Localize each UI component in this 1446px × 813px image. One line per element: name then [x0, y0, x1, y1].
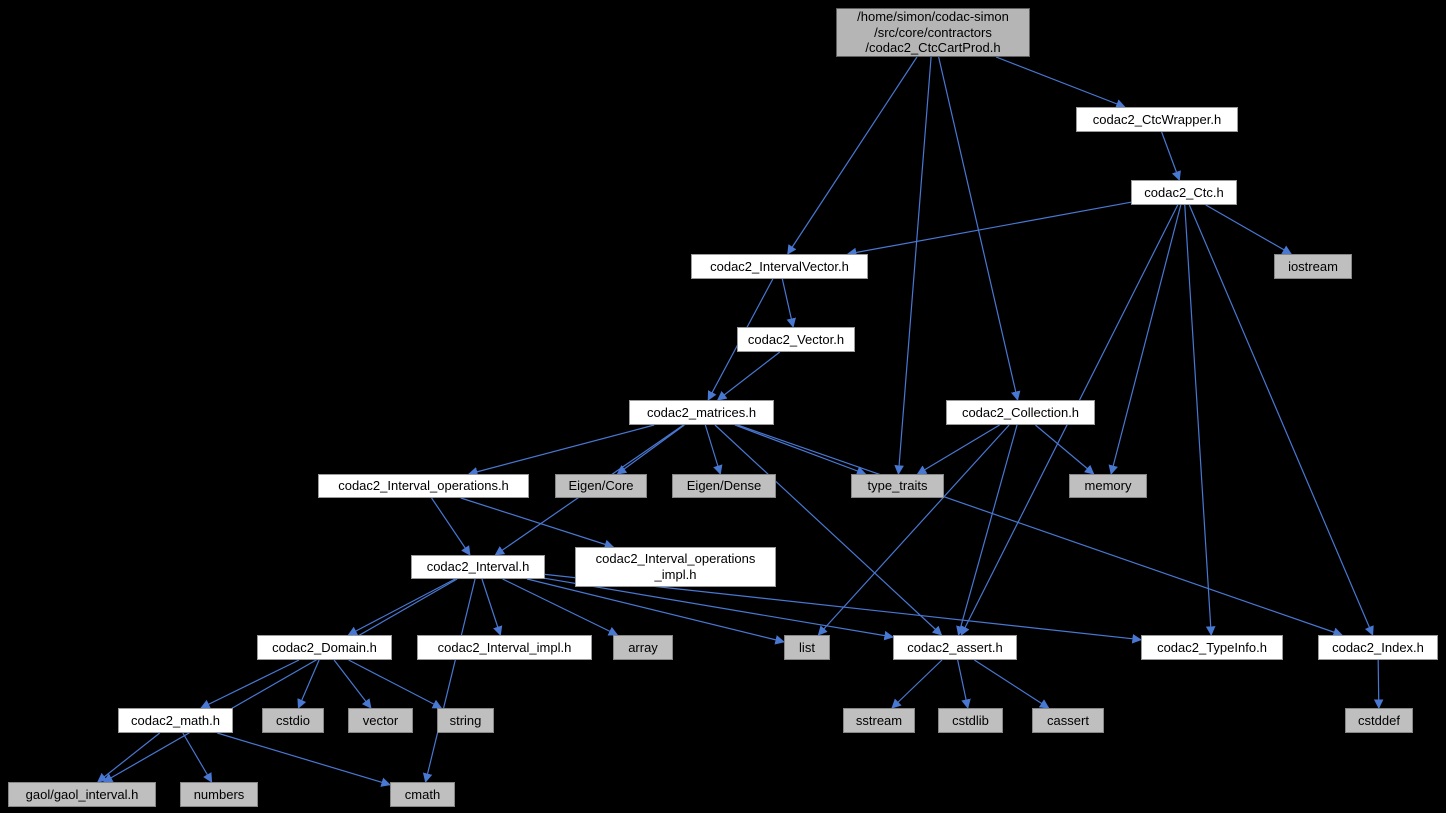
graph-node-matrices[interactable]: codac2_matrices.h: [629, 400, 774, 425]
graph-node-assert[interactable]: codac2_assert.h: [893, 635, 1017, 660]
graph-edge-domain-cstdio: [297, 659, 320, 709]
graph-node-interval_ops[interactable]: codac2_Interval_operations.h: [318, 474, 529, 498]
graph-node-intervalvector[interactable]: codac2_IntervalVector.h: [691, 254, 868, 279]
graph-edge-interval-domain: [347, 578, 456, 636]
graph-edge-collection-memory: [1034, 424, 1095, 475]
graph-node-cstdio: cstdio: [262, 708, 324, 733]
graph-edge-domain-string: [348, 659, 443, 709]
graph-edge-ctc-typeinfo: [1184, 204, 1216, 636]
graph-node-gaol: gaol/gaol_interval.h: [8, 782, 156, 807]
graph-node-sstream: sstream: [843, 708, 915, 733]
graph-edge-ctc-iostream: [1205, 204, 1293, 255]
graph-node-memory: memory: [1069, 474, 1147, 498]
graph-edge-root-intervalvector: [787, 56, 918, 255]
graph-node-root: /home/simon/codac-simon /src/core/contra…: [836, 8, 1030, 57]
graph-node-cstdlib: cstdlib: [938, 708, 1003, 733]
graph-node-vector_h[interactable]: codac2_Vector.h: [737, 327, 855, 352]
graph-edge-root-collection: [938, 56, 1021, 401]
graph-node-interval_ops_impl[interactable]: codac2_Interval_operations _impl.h: [575, 547, 776, 587]
graph-node-cassert: cassert: [1032, 708, 1104, 733]
graph-edge-collection-typetraits: [916, 424, 1000, 475]
graph-node-cmath: cmath: [390, 782, 455, 807]
graph-node-collection[interactable]: codac2_Collection.h: [946, 400, 1095, 425]
graph-edge-ctcwrapper-ctc: [1161, 131, 1181, 181]
graph-node-list: list: [784, 635, 830, 660]
graph-edge-domain-vector_std: [333, 659, 372, 709]
graph-edge-math-cmath: [217, 732, 391, 787]
graph-node-domain[interactable]: codac2_Domain.h: [257, 635, 392, 660]
graph-node-eigendense: Eigen/Dense: [672, 474, 776, 498]
graph-edge-interval_ops-interval: [431, 497, 471, 556]
graph-node-array: array: [613, 635, 673, 660]
graph-edge-ctc-memory: [1108, 204, 1182, 475]
graph-edge-math-numbers: [182, 732, 213, 783]
graph-edge-assert-sstream: [891, 659, 943, 709]
graph-edge-matrices-assert: [714, 424, 943, 636]
graph-edge-matrices-interval_ops: [467, 424, 655, 477]
graph-edge-matrices-index: [737, 424, 1343, 637]
graph-node-ctcwrapper[interactable]: codac2_CtcWrapper.h: [1076, 107, 1238, 132]
graph-edge-interval-interval_impl: [481, 578, 503, 636]
graph-edge-matrices-eigendense: [704, 424, 723, 475]
graph-node-index[interactable]: codac2_Index.h: [1318, 635, 1438, 660]
graph-edge-ctc-index: [1188, 204, 1374, 636]
graph-node-iostream: iostream: [1274, 254, 1352, 279]
graph-node-string: string: [437, 708, 494, 733]
graph-node-interval[interactable]: codac2_Interval.h: [411, 555, 545, 579]
graph-node-vector_std: vector: [348, 708, 413, 733]
graph-edge-interval-gaol: [102, 578, 458, 783]
graph-edge-collection-assert: [956, 424, 1018, 636]
graph-edge-vector_h-matrices: [716, 351, 781, 401]
graph-node-typeinfo[interactable]: codac2_TypeInfo.h: [1141, 635, 1283, 660]
graph-edge-interval-list: [526, 578, 785, 645]
graph-edge-root-ctcwrapper: [995, 56, 1126, 109]
graph-node-interval_impl[interactable]: codac2_Interval_impl.h: [417, 635, 592, 660]
graph-node-numbers: numbers: [180, 782, 258, 807]
graph-edge-intervalvector-vector_h: [781, 278, 796, 328]
graph-edge-interval-assert: [544, 577, 894, 641]
graph-edge-ctc-intervalvector: [846, 201, 1132, 258]
graph-edge-root-typetraits: [894, 56, 932, 475]
graph-edge-collection-list: [817, 424, 1010, 636]
graph-node-cstddef: cstddef: [1345, 708, 1413, 733]
graph-node-eigencore: Eigen/Core: [555, 474, 647, 498]
graph-edge-math-gaol: [97, 732, 161, 783]
graph-node-math[interactable]: codac2_math.h: [118, 708, 233, 733]
graph-edge-index-cstddef: [1373, 659, 1384, 709]
graph-edge-interval_ops-interval_ops_impl: [460, 497, 615, 549]
graph-node-typetraits: type_traits: [851, 474, 944, 498]
graph-edge-assert-cstdlib: [957, 659, 971, 709]
graph-node-ctc[interactable]: codac2_Ctc.h: [1131, 180, 1237, 205]
graph-edge-interval-cmath: [422, 578, 476, 783]
graph-edge-interval-array: [502, 578, 619, 636]
graph-edge-matrices-eigencore: [616, 424, 685, 475]
graph-edge-matrices-typetraits: [734, 424, 867, 476]
graph-edge-assert-cassert: [974, 659, 1050, 709]
graph-edge-domain-math: [200, 659, 300, 709]
